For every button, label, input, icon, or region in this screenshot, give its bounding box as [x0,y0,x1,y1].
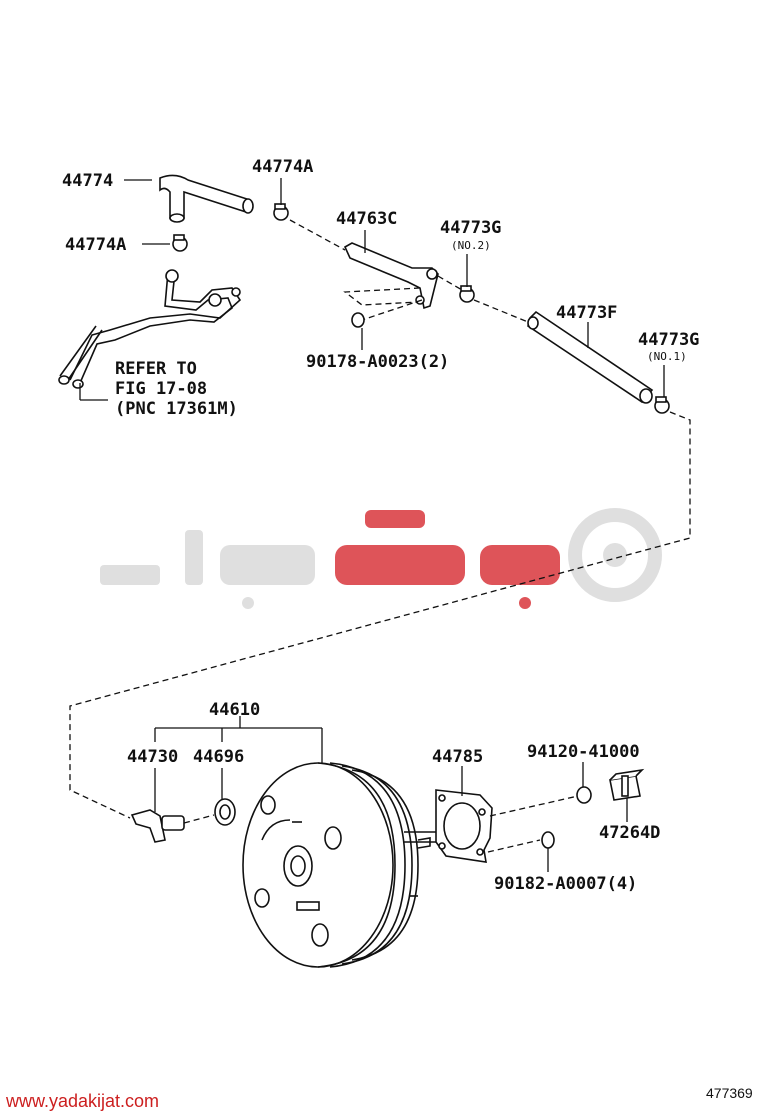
label-44610: 44610 [209,700,260,720]
clamp-44774A-top [273,203,289,221]
label-44773G-no2: 44773G [440,218,501,238]
check-valve-44763C [343,242,439,310]
label-94120: 94120-41000 [527,742,640,762]
gasket-44785 [435,789,493,863]
hose-44774 [159,174,254,223]
hose-44773F [527,310,654,404]
label-44785: 44785 [432,747,483,767]
label-44730: 44730 [127,747,178,767]
refer-line-1: REFER TO [115,359,197,379]
clamp-44773G-no1 [654,396,670,414]
label-44773F: 44773F [556,303,617,323]
brake-booster-44610 [242,762,440,968]
label-44774A-left: 44774A [65,235,126,255]
website-url: www.yadakijat.com [5,1091,159,1111]
bracket-47264D [609,768,645,801]
clamp-44773G-no2 [459,285,475,303]
label-47264D: 47264D [599,823,660,843]
label-44763C: 44763C [336,209,397,229]
label-44774: 44774 [62,171,113,191]
nut-94120 [576,786,592,804]
callout-44610 [154,716,323,768]
watermark-logo [100,508,662,609]
label-44773G-no1: 44773G [638,330,699,350]
grommet-44696 [214,798,236,826]
figure-code: 477369 [706,1085,753,1101]
refer-line-2: FIG 17-08 [115,379,207,399]
nut-90182 [541,831,555,849]
label-90178: 90178-A0023(2) [306,352,449,372]
refer-line-3: (PNC 17361M) [115,399,238,419]
check-valve-44730 [130,809,185,843]
clamp-44774A-left [172,234,188,252]
nut-90178 [351,312,365,328]
label-44696: 44696 [193,747,244,767]
label-90182: 90182-A0007(4) [494,874,637,894]
label-no1: (NO.1) [647,350,687,363]
label-no2: (NO.2) [451,239,491,252]
label-44774A-top: 44774A [252,157,313,177]
